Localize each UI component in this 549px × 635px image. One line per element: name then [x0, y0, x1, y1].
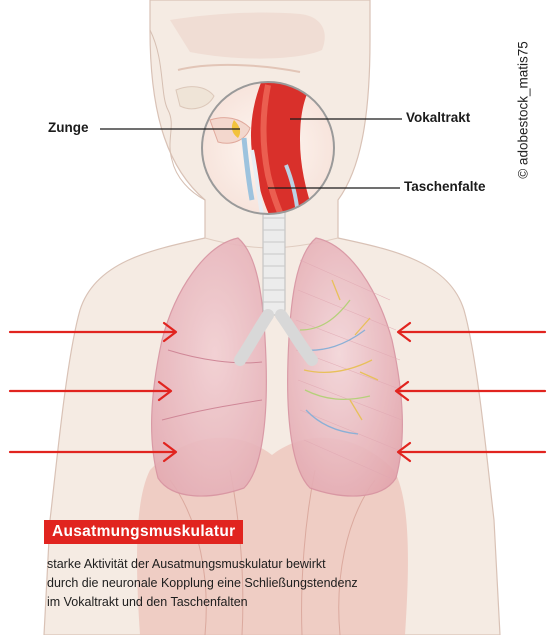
image-credit: © adobestock_matis75 — [503, 10, 543, 210]
caption-line-3: im Vokaltrakt und den Taschenfalten — [47, 593, 467, 612]
caption-line-2: durch die neuronale Kopplung eine Schlie… — [47, 574, 467, 593]
section-heading: Ausatmungsmuskulatur — [44, 520, 243, 544]
label-vocal-tract: Vokaltrakt — [406, 110, 470, 125]
label-tongue: Zunge — [48, 120, 89, 135]
credit-text: © adobestock_matis75 — [516, 41, 531, 179]
caption: starke Aktivität der Ausatmungsmuskulatu… — [47, 555, 467, 612]
label-false-vocal-fold: Taschenfalte — [404, 179, 486, 194]
caption-line-1: starke Aktivität der Ausatmungsmuskulatu… — [47, 555, 467, 574]
